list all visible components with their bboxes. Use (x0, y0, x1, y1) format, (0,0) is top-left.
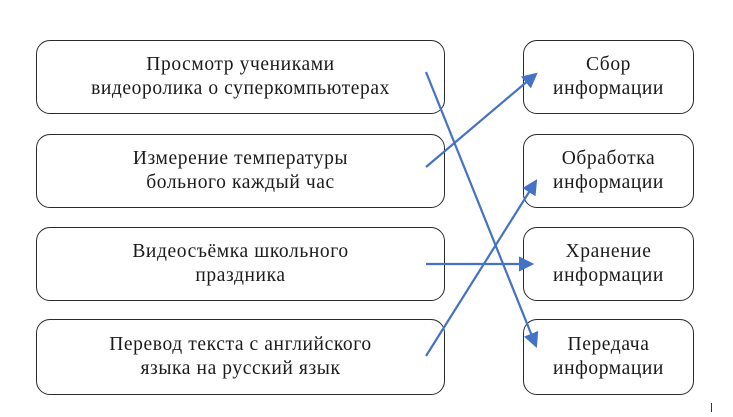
activity-box-temperature-measurement: Измерение температуры больного каждый ча… (36, 134, 445, 208)
process-box-storage: Хранение информации (523, 227, 694, 301)
process-box-transmission: Передача информации (523, 319, 694, 395)
process-label-line2: информации (553, 78, 664, 99)
activity-label-line2: праздника (195, 265, 286, 286)
process-label-line1: Сбор (585, 54, 632, 75)
activity-box-text-translation: Перевод текста с английского языка на ру… (36, 319, 445, 395)
activity-box-video-viewing: Просмотр учениками видеоролика о суперко… (36, 40, 445, 114)
activity-label-line2: языка на русский язык (140, 358, 341, 379)
process-label-line1: Хранение (565, 241, 652, 262)
process-label-line1: Обработка (561, 148, 656, 169)
process-label-line2: информации (553, 358, 664, 379)
process-label-line2: информации (553, 265, 664, 286)
activity-label-line1: Измерение температуры (132, 148, 349, 169)
connection-arrow-0 (424, 71, 539, 349)
activity-label-line1: Видеосъёмка школьного (132, 241, 349, 262)
activity-label-line1: Перевод текста с английского (109, 334, 372, 355)
process-box-collection: Сбор информации (523, 40, 694, 114)
process-label-line2: информации (553, 172, 664, 193)
edge-mark (711, 403, 712, 412)
process-box-processing: Обработка информации (523, 134, 694, 208)
activity-label-line1: Просмотр учениками (146, 54, 335, 75)
process-label-line1: Передача (567, 334, 650, 355)
activity-box-video-recording: Видеосъёмка школьного праздника (36, 227, 445, 301)
activity-label-line2: больного каждый час (146, 172, 335, 193)
activity-label-line2: видеоролика о суперкомпьютерах (91, 78, 390, 99)
